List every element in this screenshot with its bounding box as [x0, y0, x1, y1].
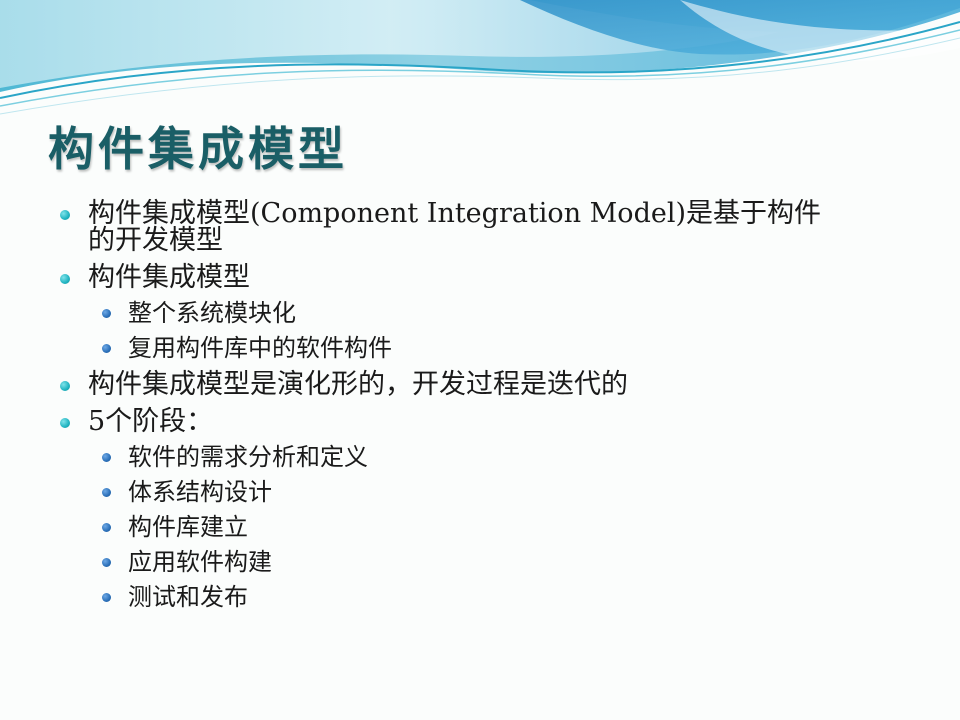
sub-list-item: 应用软件构建 [58, 550, 918, 574]
list-item: 构件集成模型是演化形的，开发过程是迭代的 [58, 371, 918, 398]
sub-bullet-dot-icon [102, 523, 111, 532]
sub-bullet-dot-icon [102, 558, 111, 567]
list-item: 构件集成模型 [58, 264, 918, 291]
sub-list-item-text: 构件库建立 [128, 513, 248, 541]
sub-list-item-text: 复用构件库中的软件构件 [128, 334, 392, 362]
header-wave-decoration [0, 0, 960, 115]
sub-list-item-text: 整个系统模块化 [128, 299, 296, 327]
sub-list-item-text: 体系结构设计 [128, 478, 272, 506]
sub-list-item: 体系结构设计 [58, 480, 918, 504]
sub-list-item: 构件库建立 [58, 515, 918, 539]
sub-list-item: 整个系统模块化 [58, 301, 918, 325]
sub-bullet-dot-icon [102, 344, 111, 353]
sub-list-item-text: 软件的需求分析和定义 [128, 443, 368, 471]
list-item-text: 构件集成模型(Component Integration Model)是基于构件 [88, 198, 821, 229]
bullet-list: 构件集成模型(Component Integration Model)是基于构件… [58, 200, 918, 620]
list-item-text-continuation: 的开发模型 [88, 225, 223, 256]
sub-bullet-dot-icon [102, 309, 111, 318]
bullet-dot-icon [60, 274, 70, 284]
list-item-text: 构件集成模型是演化形的，开发过程是迭代的 [88, 369, 628, 400]
sub-list-item-text: 应用软件构建 [128, 548, 272, 576]
list-item-text: 5个阶段： [88, 406, 214, 437]
bullet-dot-icon [60, 210, 70, 220]
bullet-dot-icon [60, 418, 70, 428]
sub-list-item: 软件的需求分析和定义 [58, 445, 918, 469]
sub-list-item: 复用构件库中的软件构件 [58, 336, 918, 360]
list-item-text: 构件集成模型 [88, 262, 250, 293]
list-item: 构件集成模型(Component Integration Model)是基于构件… [58, 200, 918, 254]
sub-list-item-text: 测试和发布 [128, 583, 248, 611]
list-item: 5个阶段： [58, 408, 918, 435]
bullet-dot-icon [60, 381, 70, 391]
slide-title: 构件集成模型 [48, 122, 348, 176]
sub-bullet-dot-icon [102, 488, 111, 497]
sub-bullet-dot-icon [102, 453, 111, 462]
sub-bullet-dot-icon [102, 593, 111, 602]
sub-list-item: 测试和发布 [58, 585, 918, 609]
